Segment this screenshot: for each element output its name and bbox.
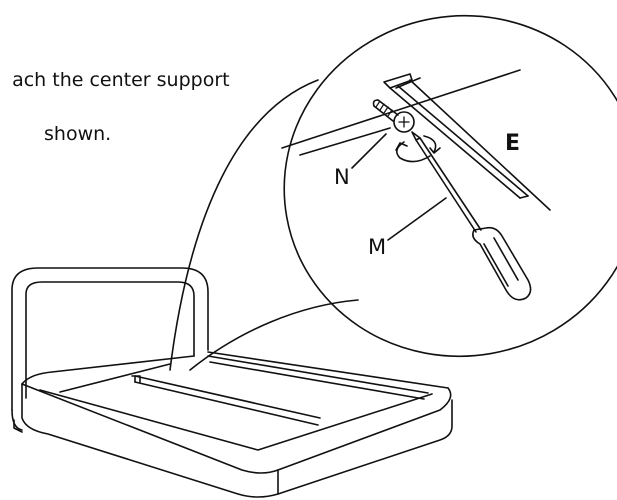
detail-magnify-circle bbox=[283, 14, 617, 358]
center-support-beam bbox=[131, 375, 321, 426]
screwdriver-icon bbox=[411, 131, 532, 301]
bolt-n-icon bbox=[372, 99, 415, 133]
callout-line-lower bbox=[189, 299, 359, 371]
label-n: N bbox=[334, 165, 350, 189]
instruction-text: ach the center support shown. bbox=[0, 40, 230, 175]
callout-line-upper bbox=[169, 79, 319, 371]
detail-rail-line bbox=[281, 69, 521, 149]
bed-frame bbox=[11, 267, 453, 498]
leader-line-m bbox=[387, 197, 447, 241]
leader-line-n bbox=[351, 133, 387, 169]
rotation-arrow-icon bbox=[395, 135, 441, 163]
label-e: E bbox=[505, 131, 520, 156]
detail-support-beam bbox=[383, 73, 551, 211]
label-m: M bbox=[368, 235, 386, 259]
instruction-line-1: ach the center support bbox=[12, 69, 230, 91]
instruction-line-2: shown. bbox=[44, 123, 112, 145]
side-rail-right bbox=[207, 355, 429, 400]
